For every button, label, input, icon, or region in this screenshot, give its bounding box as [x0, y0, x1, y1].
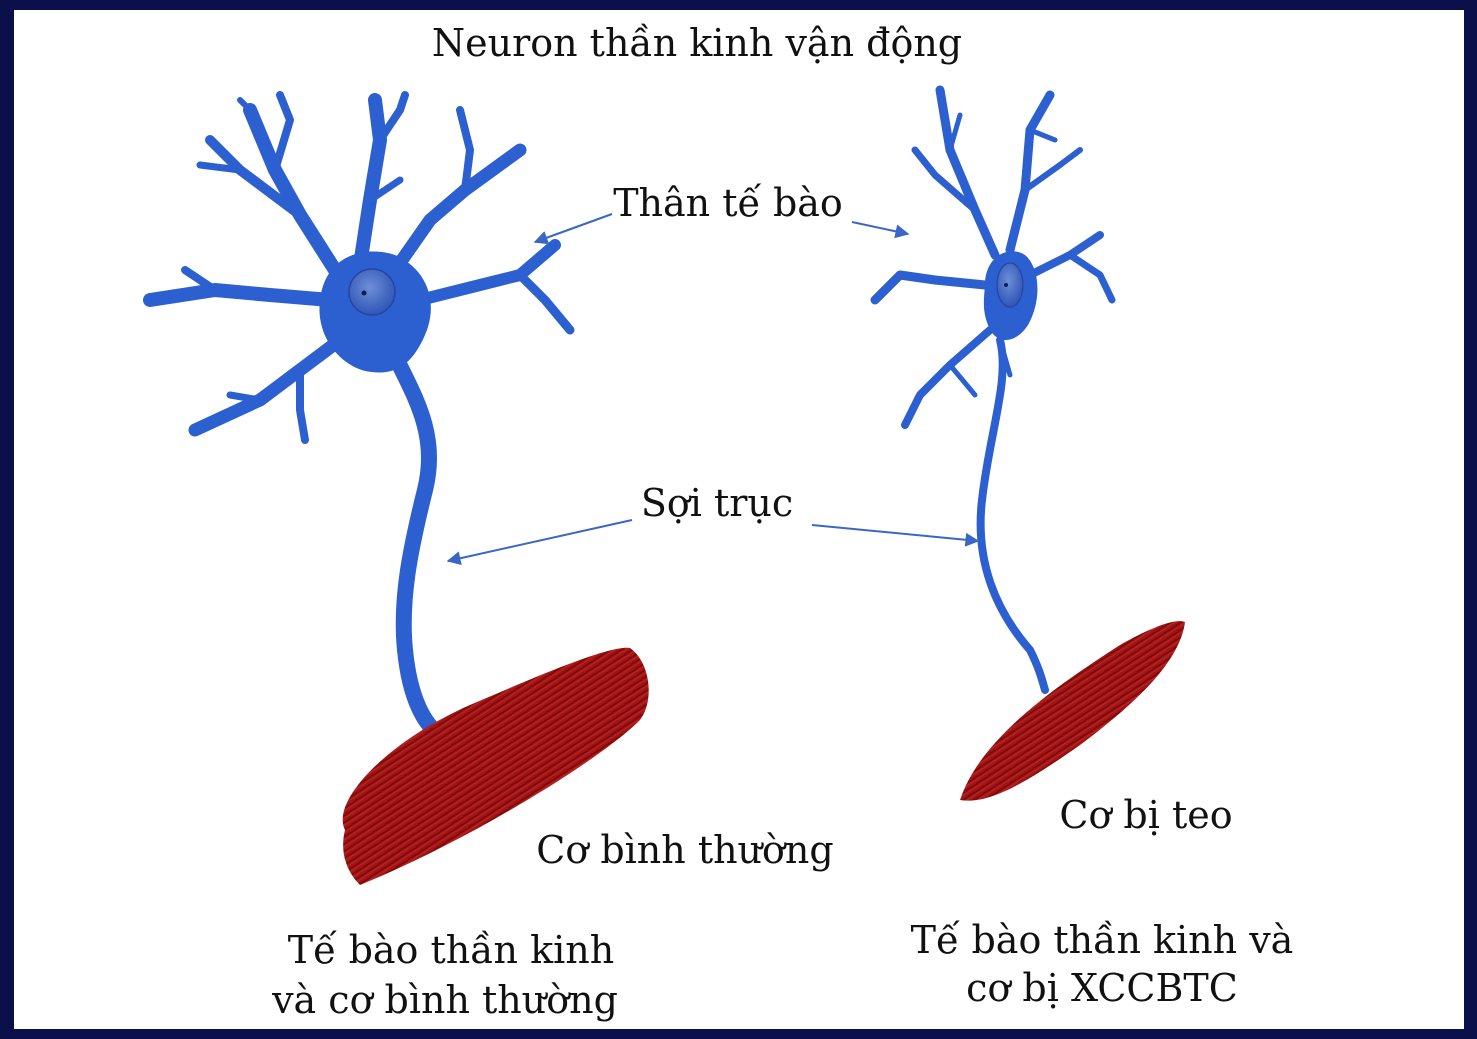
atrophied-muscle	[960, 621, 1185, 801]
normal-nucleolus	[362, 291, 367, 296]
atrophied-neuron	[875, 90, 1112, 690]
right-caption-line1: Tế bào thần kinh và	[911, 918, 1294, 962]
left-caption-line1: Tế bào thần kinh	[288, 928, 614, 972]
normal-nucleus	[349, 269, 395, 315]
axon-label: Sợi trục	[641, 481, 793, 525]
atrophied-axon	[981, 340, 1045, 690]
atrophied-nucleolus	[1004, 283, 1008, 287]
cell-body-arrow-right	[852, 222, 908, 234]
atrophied-muscle-label: Cơ bị teo	[1059, 793, 1232, 837]
left-caption-line2: và cơ bình thường	[271, 978, 618, 1022]
cell-body-label: Thân tế bào	[613, 181, 843, 225]
normal-axon	[390, 345, 440, 735]
cell-body-arrow-left	[535, 214, 612, 242]
atrophied-dendrites	[875, 90, 1112, 425]
axon-arrow-right	[812, 525, 978, 541]
normal-neuron	[150, 95, 570, 735]
normal-muscle-label: Cơ bình thường	[536, 828, 833, 872]
diagram-title: Neuron thần kinh vận động	[432, 21, 962, 65]
axon-arrow-left	[448, 520, 632, 561]
atrophied-nucleus	[997, 263, 1023, 307]
right-caption-line2: cơ bị XCCBTC	[966, 966, 1238, 1010]
